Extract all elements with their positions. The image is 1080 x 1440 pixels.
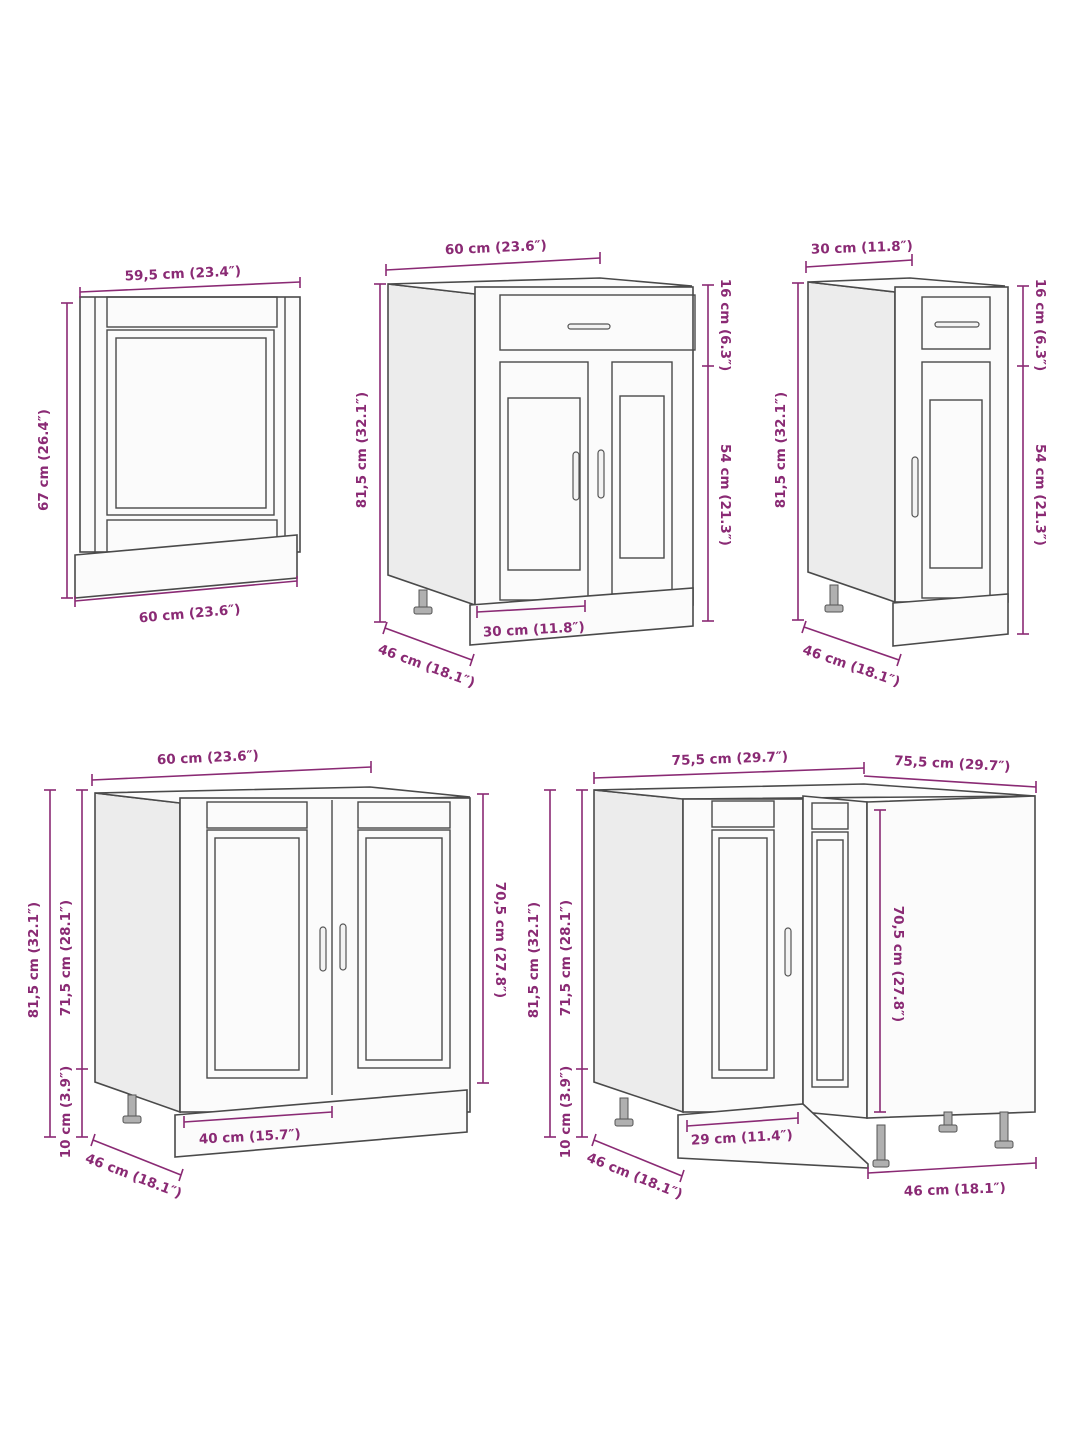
dimension-label-door-height: 54 cm (21.3″) [717, 444, 733, 546]
dimension-lines [792, 254, 1029, 667]
dimension-label-depth-right: 46 cm (18.1″) [904, 1180, 1006, 1200]
drawer-cabinet-60: 60 cm (23.6″) 81,5 cm (32.1″) 16 cm (6.3… [354, 238, 733, 691]
cabinet-drawing [807, 277, 1009, 647]
oven-cabinet: 59,5 cm (23.4″) 60 cm (23.6″) 67 cm (26.… [36, 263, 301, 627]
dimension-lines [374, 252, 714, 667]
dimension-label-height: 67 cm (26.4″) [36, 409, 52, 511]
cabinet-drawing [593, 783, 1036, 1169]
dimension-label-body-height: 71,5 cm (28.1″) [558, 900, 574, 1016]
dimension-label-door-height: 70,5 cm (27.8″) [890, 906, 906, 1022]
dimension-label-width-left: 75,5 cm (29.7″) [671, 749, 788, 769]
dimension-lines [44, 761, 489, 1182]
dimension-label-total-height: 81,5 cm (32.1″) [26, 902, 42, 1018]
sink-cabinet: 60 cm (23.6″) 81,5 cm (32.1″) 71,5 cm (2… [26, 748, 508, 1202]
dimension-label-depth: 46 cm (18.1″) [83, 1151, 184, 1202]
dimension-label-total-height: 81,5 cm (32.1″) [773, 392, 789, 508]
cabinet-drawing [387, 277, 696, 646]
dimension-label-door-width: 29 cm (11.4″) [690, 1127, 793, 1148]
cabinet-drawing [74, 296, 301, 599]
dimension-label-total-height: 81,5 cm (32.1″) [354, 392, 370, 508]
dimension-label-drawer-height: 16 cm (6.3″) [717, 279, 733, 372]
corner-cabinet: 75,5 cm (29.7″) 75,5 cm (29.7″) 81,5 cm … [526, 749, 1037, 1203]
dimension-label-top-width: 60 cm (23.6″) [445, 238, 548, 258]
dimension-label-door-height: 70,5 cm (27.8″) [492, 882, 508, 998]
dimension-label-width-right: 75,5 cm (29.7″) [894, 753, 1011, 775]
dimension-label-depth-left: 46 cm (18.1″) [584, 1150, 685, 1203]
dimension-label-top-width: 59,5 cm (23.4″) [124, 263, 241, 284]
dimension-label-plinth-height: 10 cm (3.9″) [58, 1066, 74, 1159]
dimension-label-top-width: 60 cm (23.6″) [157, 748, 260, 768]
drawer-cabinet-30: 30 cm (11.8″) 81,5 cm (32.1″) 16 cm (6.3… [773, 238, 1048, 690]
dimension-label-door-width: 30 cm (11.8″) [482, 619, 585, 640]
dimension-lines [61, 277, 301, 607]
dimension-label-body-height: 71,5 cm (28.1″) [58, 900, 74, 1016]
dimension-label-door-width: 40 cm (15.7″) [198, 1126, 301, 1147]
dimension-label-depth: 46 cm (18.1″) [376, 641, 477, 691]
dimension-lines [544, 762, 1037, 1183]
dimension-label-top-width: 30 cm (11.8″) [811, 238, 913, 258]
dimension-label-depth: 46 cm (18.1″) [801, 642, 903, 690]
dimension-label-door-height: 54 cm (21.3″) [1032, 444, 1048, 546]
cabinet-drawing [94, 786, 471, 1158]
dimension-label-bottom-width: 60 cm (23.6″) [138, 602, 241, 627]
dimension-label-total-height: 81,5 cm (32.1″) [526, 902, 542, 1018]
dimension-label-drawer-height: 16 cm (6.3″) [1032, 279, 1048, 372]
dimension-label-plinth-height: 10 cm (3.9″) [558, 1066, 574, 1159]
